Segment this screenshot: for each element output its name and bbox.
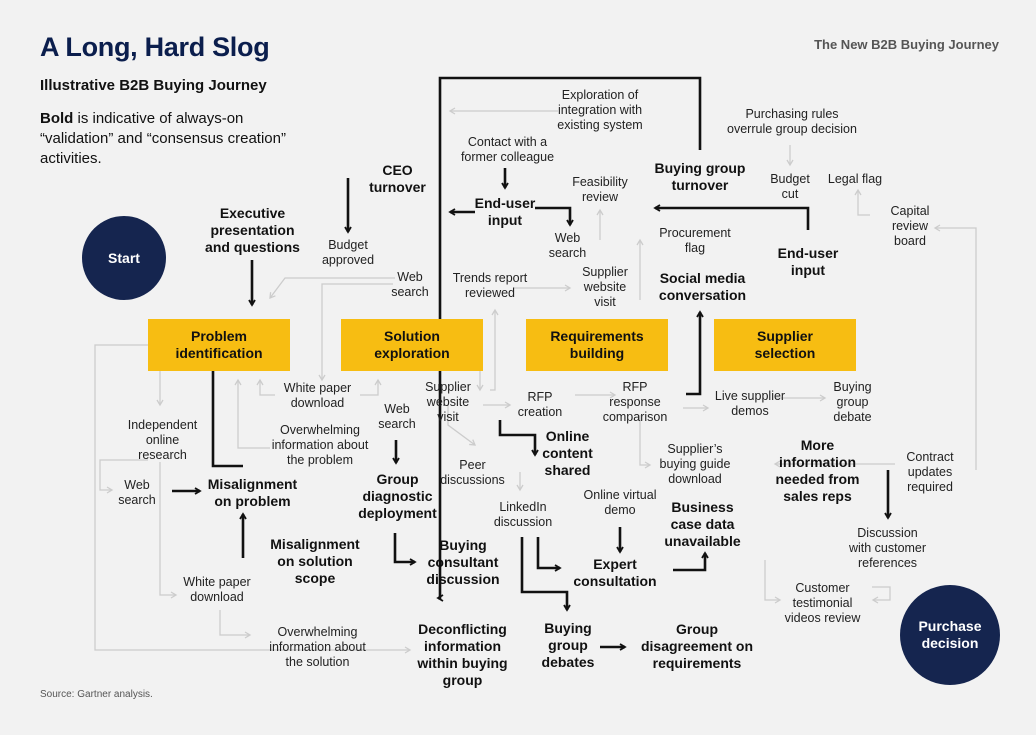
social-media-conversation: Social media conversation bbox=[658, 270, 747, 303]
budget-cut: Budget cut bbox=[770, 172, 810, 201]
overwhelming-solution: Overwhelming information about the solut… bbox=[269, 625, 366, 669]
exploration-integration: Exploration of integration with existing… bbox=[557, 88, 643, 132]
page-title: A Long, Hard Slog bbox=[40, 32, 270, 62]
start-circle: Start bbox=[82, 216, 166, 300]
feasibility-review: Feasibility review bbox=[572, 175, 628, 204]
contact-former-colleague: Contact with a former colleague bbox=[460, 135, 555, 164]
rfp-creation: RFP creation bbox=[517, 390, 563, 419]
web-search-mid: Web search bbox=[548, 231, 587, 260]
stage-problem-identification: Problem identification bbox=[148, 319, 290, 371]
expert-consultation: Expert consultation bbox=[573, 556, 657, 589]
start-label: Start bbox=[108, 249, 140, 266]
buying-consultant-discussion: Buying consultant discussion bbox=[426, 537, 500, 587]
budget-approved: Budget approved bbox=[321, 238, 375, 267]
live-supplier-demos: Live supplier demos bbox=[714, 389, 786, 418]
deconflicting-information: Deconflicting information within buying … bbox=[417, 621, 508, 688]
end-user-input-1: End-user input bbox=[474, 195, 536, 228]
online-virtual-demo: Online virtual demo bbox=[583, 488, 657, 517]
contract-updates: Contract updates required bbox=[906, 450, 954, 494]
legal-flag: Legal flag bbox=[827, 172, 883, 186]
ceo-turnover: CEO turnover bbox=[369, 162, 426, 195]
discussion-customer-references: Discussion with customer references bbox=[848, 526, 927, 570]
independent-online-research: Independent online research bbox=[127, 418, 198, 462]
overwhelming-problem: Overwhelming information about the probl… bbox=[271, 423, 369, 467]
business-case-unavailable: Business case data unavailable bbox=[664, 499, 741, 549]
legend-note-bold: Bold bbox=[40, 110, 74, 127]
web-search-left: Web search bbox=[118, 478, 156, 507]
buying-group-debate: Buying group debate bbox=[833, 380, 872, 424]
group-disagreement: Group disagreement on requirements bbox=[640, 621, 754, 671]
web-search-top: Web search bbox=[391, 270, 429, 299]
capital-review-board: Capital review board bbox=[890, 204, 930, 248]
white-paper-download-2: White paper download bbox=[183, 575, 251, 604]
misalignment-on-problem: Misalignment on problem bbox=[207, 476, 298, 509]
online-content-shared: Online content shared bbox=[542, 428, 593, 478]
purchase-decision-circle: Purchase decision bbox=[900, 585, 1000, 685]
stage-supplier-selection: Supplier selection bbox=[714, 319, 856, 371]
executive-presentation: Executive presentation and questions bbox=[205, 205, 300, 255]
supplier-website-visit-top: Supplier website visit bbox=[582, 265, 628, 309]
buying-group-debates: Buying group debates bbox=[541, 620, 595, 670]
web-search-solution: Web search bbox=[378, 402, 416, 431]
supplier-website-visit-mid: Supplier website visit bbox=[425, 380, 471, 424]
stage-requirements-building: Requirements building bbox=[526, 319, 668, 371]
group-diagnostic-deployment: Group diagnostic deployment bbox=[358, 471, 437, 521]
more-information-needed: More information needed from sales reps bbox=[775, 437, 860, 504]
peer-discussions: Peer discussions bbox=[440, 458, 505, 487]
series-label: The New B2B Buying Journey bbox=[814, 37, 999, 52]
trends-report: Trends report reviewed bbox=[452, 271, 528, 300]
misalignment-on-scope: Misalignment on solution scope bbox=[270, 536, 360, 586]
supplier-buying-guide: Supplier’s buying guide download bbox=[659, 442, 731, 486]
procurement-flag: Procurement flag bbox=[659, 226, 731, 255]
source-note: Source: Gartner analysis. bbox=[40, 689, 153, 700]
legend-note-text: is indicative of always-on “validation” … bbox=[40, 110, 286, 167]
buying-group-turnover: Buying group turnover bbox=[654, 160, 746, 193]
customer-testimonial-videos: Customer testimonial videos review bbox=[784, 581, 861, 625]
stage-solution-exploration: Solution exploration bbox=[341, 319, 483, 371]
purchase-decision-label: Purchase decision bbox=[918, 618, 982, 651]
rfp-response-comparison: RFP response comparison bbox=[602, 380, 668, 424]
subtitle: Illustrative B2B Buying Journey bbox=[40, 77, 267, 94]
linkedin-discussion: LinkedIn discussion bbox=[493, 500, 553, 529]
purchasing-rules: Purchasing rules overrule group decision bbox=[727, 107, 857, 136]
legend-note: Bold is indicative of always-on “validat… bbox=[40, 109, 290, 169]
end-user-input-2: End-user input bbox=[777, 245, 839, 278]
white-paper-download-1: White paper download bbox=[283, 381, 352, 410]
